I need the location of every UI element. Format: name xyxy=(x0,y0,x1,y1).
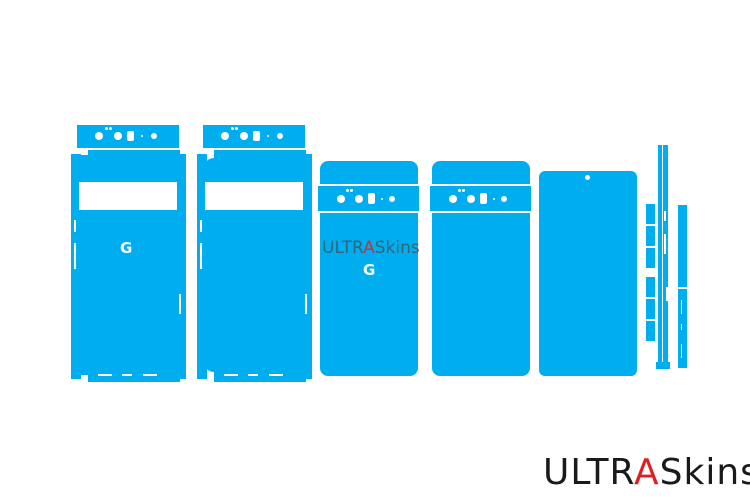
google-logo: G xyxy=(120,239,133,257)
google-logo: G xyxy=(363,261,376,279)
camera-strip xyxy=(318,186,419,211)
skin-template-screen xyxy=(539,171,637,376)
front-camera-cutout xyxy=(585,175,590,180)
camera-strip xyxy=(430,186,531,211)
brand-logo: ULTRASkins xyxy=(543,452,750,493)
camera-window-cutout xyxy=(79,182,177,210)
watermark: ULTRASkins xyxy=(322,238,420,258)
camera-strip xyxy=(77,125,179,148)
camera-strip xyxy=(203,125,305,148)
camera-window-cutout xyxy=(205,182,303,210)
